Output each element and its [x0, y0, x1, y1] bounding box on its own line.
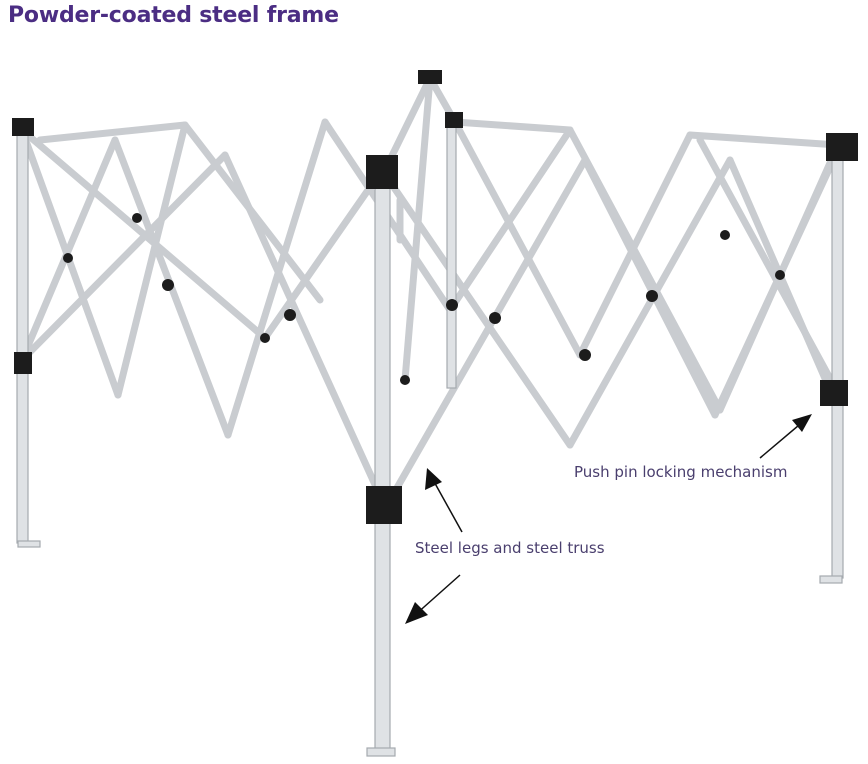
truss-bars: [18, 74, 842, 504]
push-pin-annotation: Push pin locking mechanism: [574, 463, 788, 481]
connectors: [12, 70, 858, 524]
page-title: Powder-coated steel frame: [8, 3, 339, 28]
legs: [16, 117, 844, 757]
annotation-arrows: [405, 414, 812, 624]
steel-legs-annotation: Steel legs and steel truss: [415, 539, 605, 557]
